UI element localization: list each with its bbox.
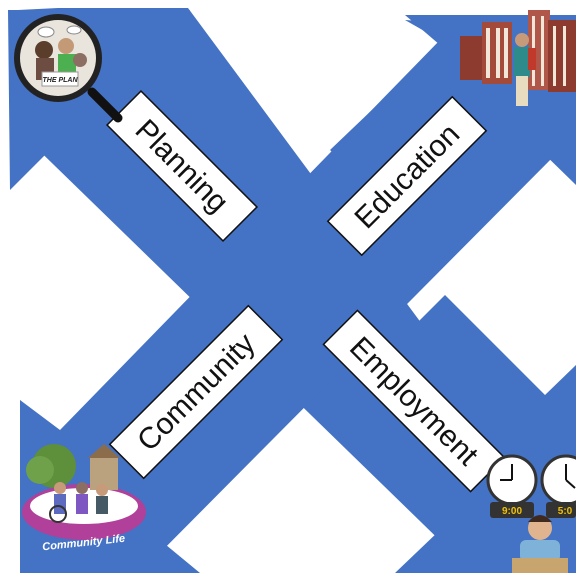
clock-left-time: 9:00 [502,506,522,517]
community-life-icon: Community Life [22,444,146,553]
clocks-worker-icon: 9:00 5:0 [486,454,576,573]
magnifier-plan-icon: THE PLAN [14,14,123,123]
school-building-icon [460,10,576,106]
clock-right-time: 5:0 [558,506,573,517]
plan-sign-text: THE PLAN [43,77,79,84]
